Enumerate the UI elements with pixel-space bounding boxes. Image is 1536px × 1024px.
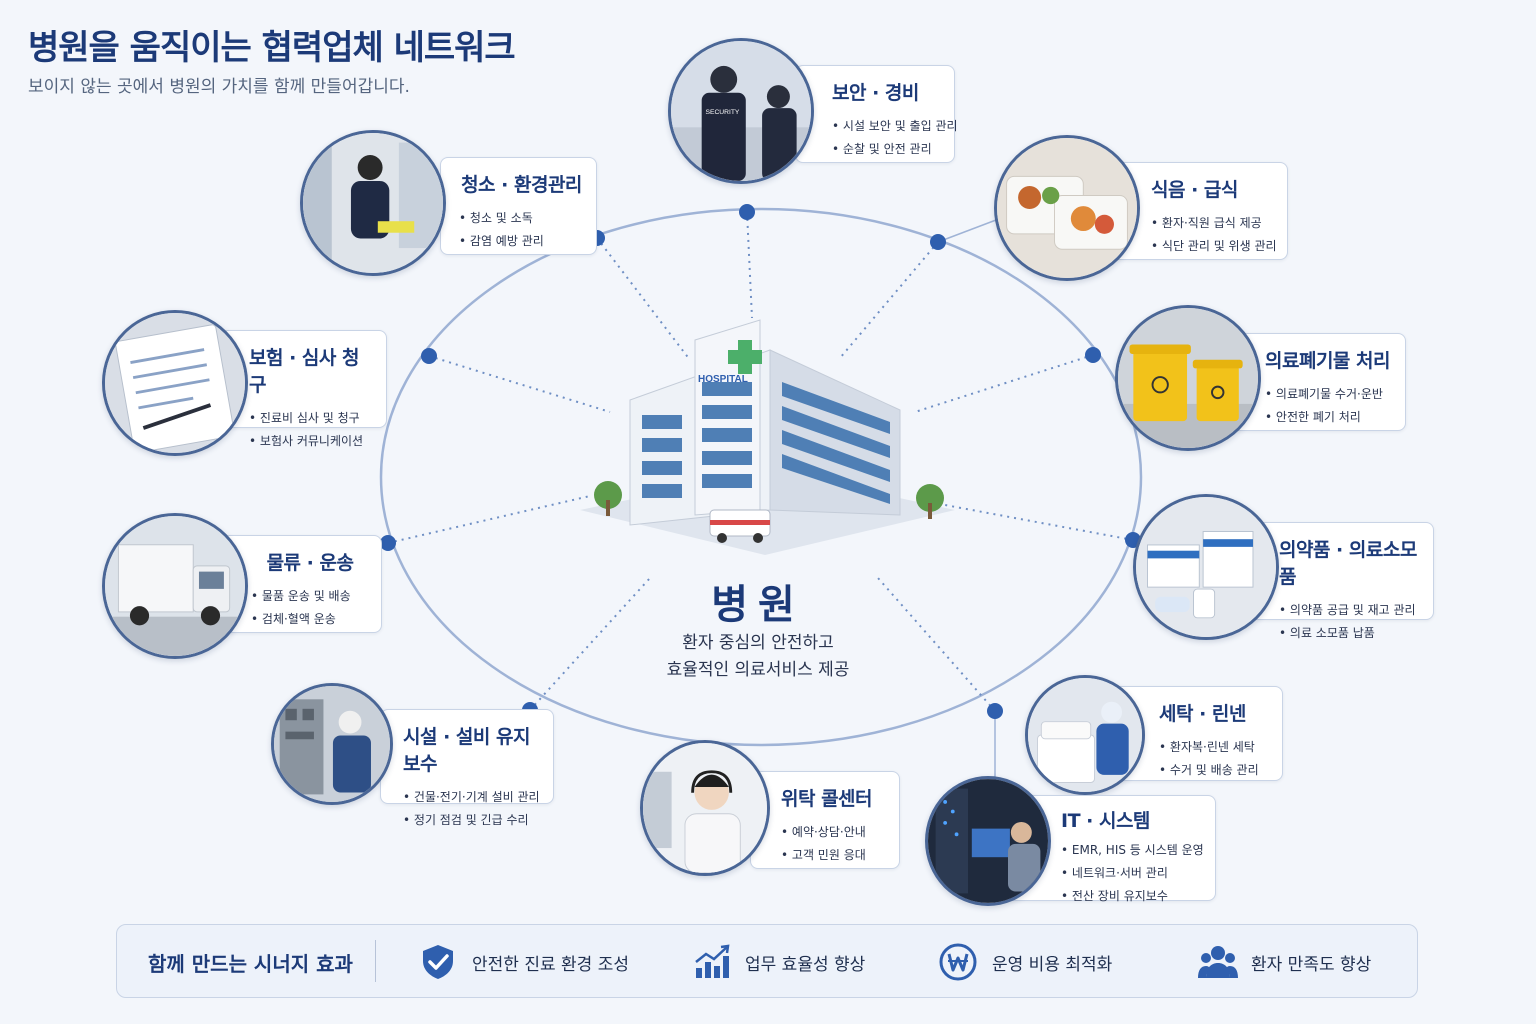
cleaning-staff-photo <box>300 130 446 276</box>
partner-card-cleaning: 청소 · 환경관리 청소 및 소독 감염 예방 관리 <box>440 157 597 255</box>
partner-item: 순찰 및 안전 관리 <box>832 138 942 161</box>
network-ring <box>379 207 1143 747</box>
partner-title: 청소 · 환경관리 <box>461 174 582 196</box>
call-center-agent-photo <box>640 740 770 876</box>
meal-tray-photo <box>994 135 1140 281</box>
partner-card-callcenter: 위탁 콜센터 예약·상담·안내 고객 민원 응대 <box>750 771 900 869</box>
partner-title: 세탁 · 린넨 <box>1159 703 1246 725</box>
benefit-efficiency: 업무 효율성 향상 <box>745 955 866 975</box>
partner-item: 안전한 폐기 처리 <box>1265 406 1393 429</box>
connector-lines <box>387 211 1134 712</box>
partner-item: 물품 운송 및 배송 <box>251 585 369 608</box>
laundry-worker-photo <box>1025 675 1145 795</box>
hospital-title: 병원 <box>711 582 805 628</box>
partner-item: 청소 및 소독 <box>459 207 584 230</box>
synergy-bar <box>116 924 1418 998</box>
medical-supplies-photo <box>1133 494 1279 640</box>
partner-title: 보안 · 경비 <box>832 82 919 104</box>
delivery-truck-photo <box>102 513 248 659</box>
page-title: 병원을 움직이는 협력업체 네트워크 <box>28 28 516 68</box>
partner-title: 의약품 · 의료소모품 <box>1279 539 1417 588</box>
partner-item: 의료 소모품 납품 <box>1279 622 1421 645</box>
partner-item: 감염 예방 관리 <box>459 230 584 253</box>
partner-title: 식음 · 급식 <box>1151 179 1238 201</box>
hospital-sign: HOSPITAL <box>698 374 748 385</box>
partner-title: IT · 시스템 <box>1061 810 1150 832</box>
partner-item: EMR, HIS 등 시스템 운영 <box>1061 839 1204 862</box>
synergy-divider <box>375 940 376 982</box>
it-engineer-photo <box>925 776 1051 906</box>
benefit-cost-optimization: 운영 비용 최적화 <box>992 955 1113 975</box>
people-icon <box>1198 942 1238 982</box>
shield-check-icon <box>418 942 458 982</box>
facility-technician-photo <box>271 683 393 805</box>
partner-item: 고객 민원 응대 <box>781 844 887 867</box>
partner-title: 의료폐기물 처리 <box>1265 350 1390 372</box>
partner-item: 건물·전기·기계 설비 관리 <box>403 786 541 809</box>
synergy-label: 함께 만드는 시너지 효과 <box>148 952 353 976</box>
partner-item: 정기 점검 및 긴급 수리 <box>403 809 541 832</box>
partner-item: 검체·혈액 운송 <box>251 608 369 631</box>
partner-title: 시설 · 설비 유지보수 <box>403 726 530 775</box>
won-coin-icon <box>938 942 978 982</box>
security-guard-photo: SECURITY <box>668 38 814 184</box>
security-label: SECURITY <box>706 109 740 116</box>
partner-card-facility: 시설 · 설비 유지보수 건물·전기·기계 설비 관리 정기 점검 및 긴급 수… <box>380 709 554 827</box>
partner-card-logistics: 물류 · 운송 물품 운송 및 배송 검체·혈액 운송 <box>222 535 382 633</box>
partner-item: 진료비 심사 및 청구 <box>249 407 374 430</box>
partner-item: 수거 및 배송 관리 <box>1159 759 1270 782</box>
page-subtitle: 보이지 않는 곳에서 병원의 가치를 함께 만들어갑니다. <box>28 77 410 97</box>
partner-title: 위탁 콜센터 <box>781 788 873 810</box>
medical-waste-bin-photo <box>1115 305 1261 451</box>
partner-title: 보험 · 심사 청구 <box>249 347 359 396</box>
partner-item: 식단 관리 및 위생 관리 <box>1151 235 1277 258</box>
benefit-safe-environment: 안전한 진료 환경 조성 <box>472 955 629 975</box>
partner-card-security: 보안 · 경비 시설 보안 및 출입 관리 순찰 및 안전 관리 <box>795 65 958 163</box>
growth-chart-icon <box>692 942 732 982</box>
partner-item: 네트워크·서버 관리 <box>1061 862 1203 885</box>
partner-item: 시설 보안 및 출입 관리 <box>832 115 958 138</box>
partner-item: 보험사 커뮤니케이션 <box>249 430 374 453</box>
hospital-building-illustration: HOSPITAL <box>570 310 960 560</box>
partner-item: 환자복·린넨 세탁 <box>1159 736 1270 759</box>
insurance-document-photo <box>102 310 248 456</box>
hospital-description: 환자 중심의 안전하고 효율적인 의료서비스 제공 <box>618 630 898 684</box>
partner-item: 환자·직원 급식 제공 <box>1151 212 1275 235</box>
partner-item: 전산 장비 유지보수 <box>1061 885 1203 908</box>
partner-item: 의약품 공급 및 재고 관리 <box>1279 599 1421 622</box>
partner-item: 의료폐기물 수거·운반 <box>1265 383 1393 406</box>
partner-title: 물류 · 운송 <box>266 552 354 574</box>
hospital-description-line2: 효율적인 의료서비스 제공 <box>666 660 850 680</box>
partner-item: 예약·상담·안내 <box>781 821 887 844</box>
hospital-description-line1: 환자 중심의 안전하고 <box>682 633 834 653</box>
benefit-patient-satisfaction: 환자 만족도 향상 <box>1251 955 1372 975</box>
